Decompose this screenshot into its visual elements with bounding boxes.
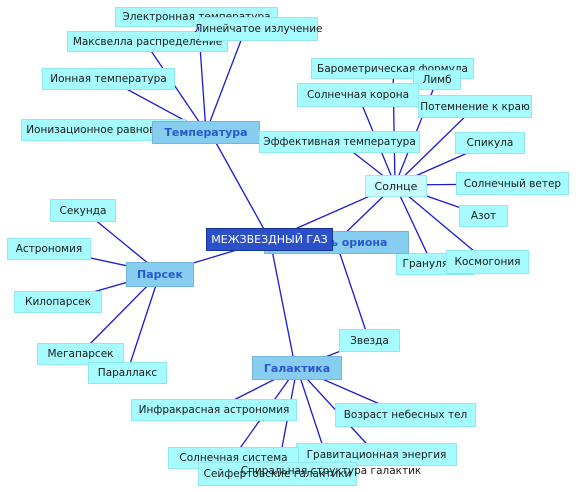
node-solar-wind[interactable]: Солнечный ветер: [456, 172, 569, 195]
node-nitrogen[interactable]: Азот: [459, 205, 508, 227]
node-maxwell-distribution[interactable]: Максвелла распределение: [67, 31, 228, 52]
hub-sun[interactable]: Солнце: [365, 175, 427, 197]
edge-sun-cosmogony: [394, 184, 488, 263]
root-interstellar-gas[interactable]: МЕЖЗВЕЗДНЫЙ ГАЗ: [206, 228, 333, 251]
node-limb[interactable]: Лимб: [413, 70, 461, 90]
edge-sun-limb-dark: [394, 106, 476, 186]
node-megaparsec[interactable]: Мегапарсек: [37, 343, 124, 365]
hub-galaxy[interactable]: Галактика: [252, 356, 342, 380]
node-gravitational-energy[interactable]: Гравитационная энергия: [296, 443, 457, 466]
edge-root-galaxy: [269, 239, 296, 367]
node-seyfert-galaxies[interactable]: Сейфертовские галактики: [198, 462, 357, 486]
node-second[interactable]: Секунда: [50, 199, 116, 222]
edge-sun-granulation: [394, 184, 433, 265]
node-line-emission[interactable]: Линейчатое излучение: [195, 17, 323, 41]
node-infrared-astronomy[interactable]: Инфракрасная астрономия: [131, 399, 297, 421]
edge-parsec-parallax: [126, 272, 161, 374]
node-spicule[interactable]: Спикула: [455, 132, 525, 154]
node-cosmogony[interactable]: Космогония: [446, 250, 529, 274]
node-ionization-equilibrium[interactable]: Ионизационное равновесие: [21, 119, 186, 141]
node-star[interactable]: Звезда: [339, 329, 400, 352]
node-ion-temperature[interactable]: Ионная температура: [42, 68, 175, 90]
edge-orion-star: [335, 241, 370, 341]
node-age-of-celestial-bodies[interactable]: Возраст небесных тел: [335, 403, 476, 427]
edge-temperature-maxwell: [144, 41, 207, 133]
node-effective-temperature[interactable]: Эффективная температура: [259, 131, 420, 153]
node-parallax[interactable]: Параллакс: [88, 362, 167, 384]
hub-temperature[interactable]: Температура: [152, 121, 260, 144]
node-spiral-structure[interactable]: Спиральная структура галактик: [240, 465, 422, 477]
node-astronomy[interactable]: Астрономия: [7, 238, 91, 260]
node-solar-corona[interactable]: Солнечная корона: [297, 83, 419, 107]
node-kiloparsec[interactable]: Килопарсек: [14, 291, 102, 313]
node-limb-darkening[interactable]: Потемнение к краю: [418, 95, 532, 118]
edge-temperature-line-emission: [205, 29, 246, 133]
edge-root-temperature: [209, 131, 271, 241]
hub-parsec[interactable]: Парсек: [126, 262, 194, 287]
